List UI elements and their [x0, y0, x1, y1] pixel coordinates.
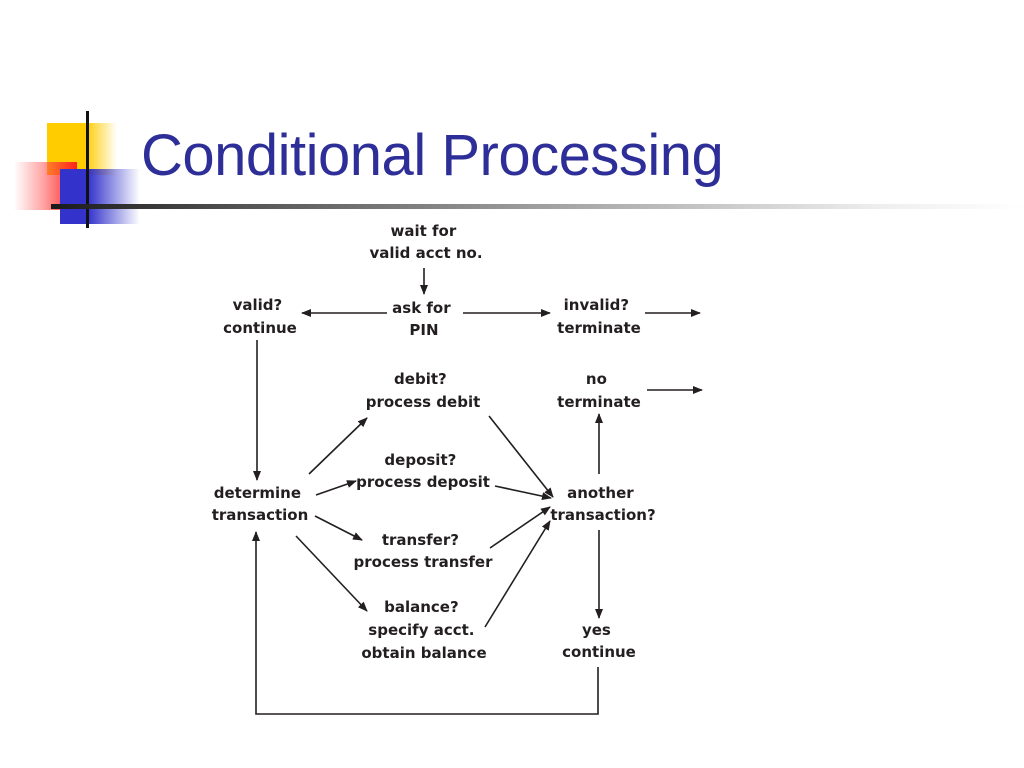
edge-balance-to-another: [484, 520, 551, 628]
node-wait: wait for valid acct no.: [369, 222, 482, 262]
node-debit: debit? process debit: [366, 370, 481, 411]
edge-determine-to-debit: [308, 417, 368, 475]
node-deposit: deposit? process deposit: [356, 451, 490, 491]
node-determine: determine transaction: [212, 484, 309, 524]
edge-determine-to-transfer: [314, 515, 363, 541]
edge-debit-to-another: [488, 415, 554, 498]
edge-determine-to-deposit: [315, 480, 357, 496]
title-underline: [51, 204, 1024, 209]
edge-deposit-to-another: [494, 485, 552, 501]
slide-title: Conditional Processing: [141, 123, 724, 188]
decor-vertical-line: [86, 111, 89, 228]
node-invalid: invalid? terminate: [557, 296, 641, 337]
node-another: another transaction?: [550, 484, 655, 524]
node-yes-continue: yes continue: [562, 621, 636, 661]
edge-transfer-to-another: [489, 506, 551, 549]
edge-yes-to-determine: [252, 531, 599, 715]
node-valid: valid? continue: [223, 296, 297, 337]
edge-determine-to-balance: [295, 535, 368, 612]
node-balance: balance? specify acct. obtain balance: [361, 598, 486, 662]
decor-blue-square: [60, 169, 140, 224]
node-transfer: transfer? process transfer: [354, 531, 494, 571]
node-ask-pin: ask for PIN: [392, 299, 456, 339]
node-no-terminate: no terminate: [557, 370, 641, 411]
